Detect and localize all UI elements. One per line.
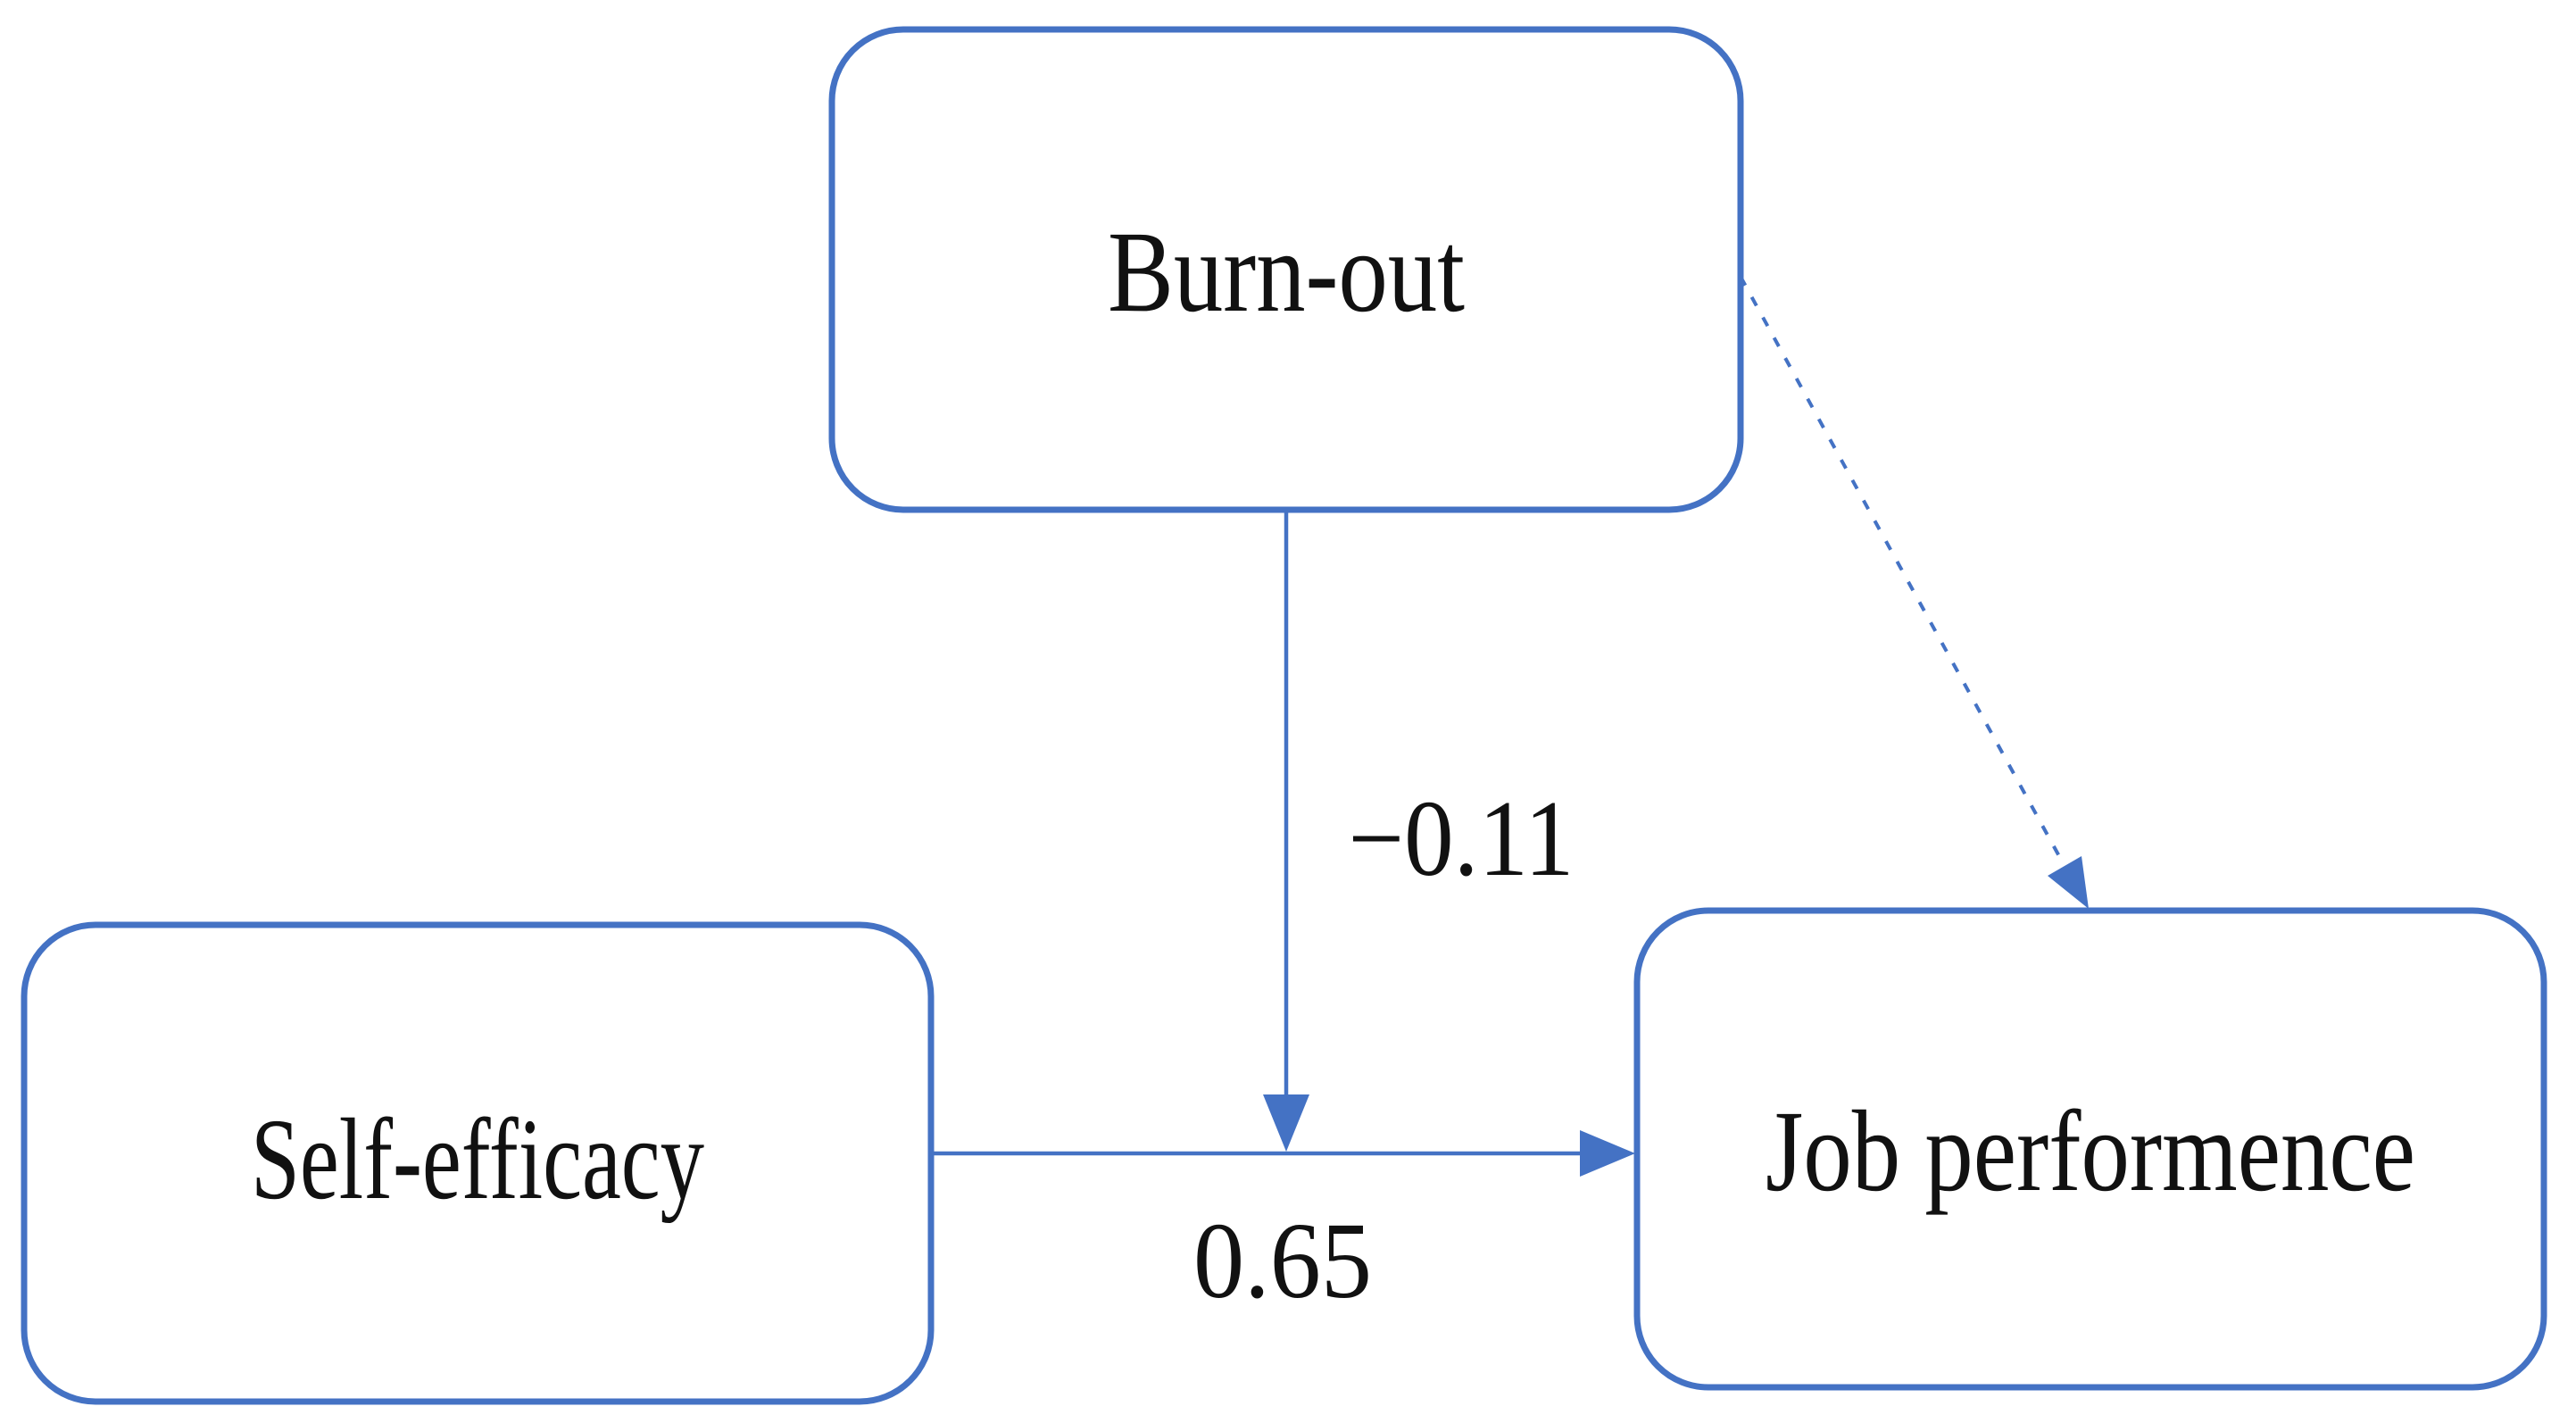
moderation-coefficient: −0.11: [1349, 778, 1575, 899]
self-efficacy-node: [21, 921, 935, 1405]
job-performance-node: [1633, 907, 2547, 1391]
job-performance-label: Job performence: [1766, 1087, 2415, 1216]
burnout-label: Burn-out: [1108, 208, 1465, 337]
direct-effect-coefficient: 0.65: [1193, 1201, 1372, 1321]
direct-effect-arrowhead-icon: [1580, 1130, 1635, 1177]
moderation-arrowhead-icon: [1263, 1094, 1309, 1152]
self-efficacy-label: Self-efficacy: [251, 1095, 704, 1224]
dashed-effect-arrowhead-icon: [2048, 856, 2089, 909]
dashed-effect-arrow: [1739, 276, 2066, 867]
